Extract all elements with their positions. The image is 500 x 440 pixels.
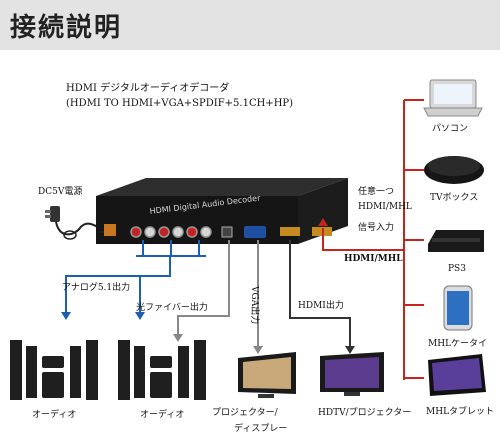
- rca-port-icon: [158, 226, 170, 238]
- speaker-set-right-icon: [118, 340, 206, 400]
- hdmi-out-cable: [289, 240, 351, 346]
- hdmi-output-label: HDMI出力: [298, 301, 344, 311]
- projector-label-line-2: ディスプレー: [234, 424, 288, 434]
- source-label-mhl-phone: MHLケータイ: [428, 339, 488, 349]
- hdtv-icon: [320, 352, 384, 396]
- game-console-icon: [428, 230, 484, 252]
- source-label-pc: パソコン: [432, 124, 469, 134]
- source-label-ps3: PS3: [448, 264, 466, 274]
- power-port-icon: [104, 224, 116, 236]
- source-label-mhl-tablet: MHLタブレット: [426, 407, 495, 417]
- hdmi-out-port-icon: [280, 227, 300, 236]
- rca-port-icon: [172, 226, 184, 238]
- tv-box-icon: [424, 156, 484, 184]
- hdmi-mhl-signal-label: HDMI/MHL: [358, 202, 412, 212]
- header-bar: 接続説明: [0, 0, 500, 50]
- signal-input-label: 信号入力: [358, 223, 395, 233]
- rca-port-icon: [200, 226, 212, 238]
- page-title: 接続説明: [10, 13, 123, 43]
- power-adapter-icon: [45, 206, 105, 240]
- hdmi-mhl-label: HDMI/MHL: [344, 254, 403, 264]
- vga-port-icon: [244, 226, 266, 238]
- power-label: DC5V電源: [38, 187, 83, 197]
- speaker-set-left-icon: [10, 340, 98, 400]
- smartphone-icon: [443, 285, 473, 331]
- description-line-1: HDMI デジタルオーディオデコーダ: [66, 83, 230, 94]
- any-one-label: 任意一つ: [358, 187, 395, 197]
- projector-label-line-1: プロジェクター/: [212, 408, 278, 418]
- vga-output-label: VGA出力: [249, 286, 259, 325]
- tablet-icon: [428, 354, 486, 396]
- decoder-device: [96, 178, 348, 244]
- analog-audio-cable: [65, 240, 206, 312]
- description-line-2: (HDMI TO HDMI+VGA+SPDIF+5.1CH+HP): [66, 98, 294, 109]
- rca-port-icon: [144, 226, 156, 238]
- hdmi-input-cable: [322, 99, 424, 380]
- optical-cable: [177, 240, 230, 334]
- hdtv-label: HDTV/プロジェクター: [318, 408, 412, 418]
- optical-output-label: 光ファイバー出力: [136, 303, 208, 313]
- laptop-icon: [423, 79, 483, 117]
- source-label-tv-box: TVボックス: [430, 193, 479, 203]
- audio-right-label: オーディオ: [140, 410, 185, 420]
- rca-port-icon: [186, 226, 198, 238]
- rca-port-icon: [130, 226, 142, 238]
- analog-output-label: アナログ5.1出力: [62, 283, 131, 293]
- audio-left-label: オーディオ: [32, 410, 77, 420]
- optical-port-icon: [221, 226, 233, 238]
- monitor-icon: [238, 352, 296, 398]
